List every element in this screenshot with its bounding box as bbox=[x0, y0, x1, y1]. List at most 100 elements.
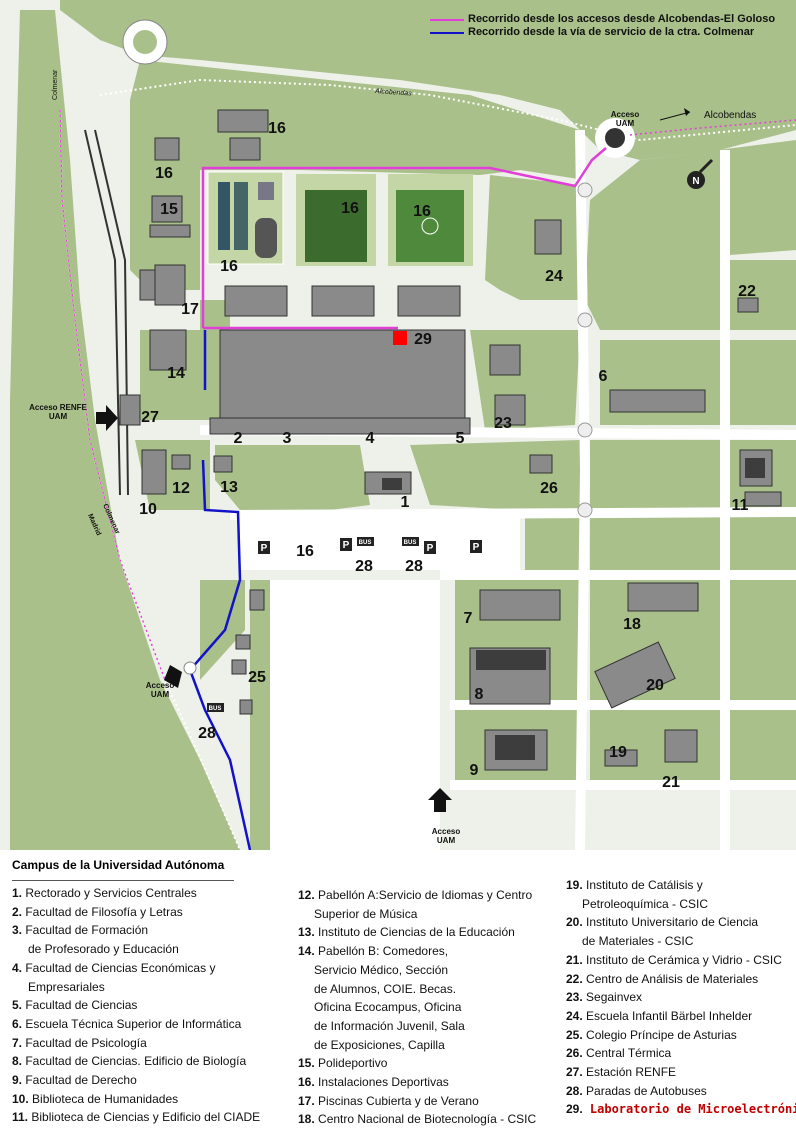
key-item-label: Biblioteca de Ciencias y Edificio del CI… bbox=[28, 1110, 261, 1125]
roundabout-small-4 bbox=[577, 502, 593, 518]
key-item-label: Pabellón B: Comedores, bbox=[314, 944, 449, 959]
key-item-number: 14. bbox=[298, 944, 315, 959]
num-12: 12 bbox=[172, 480, 190, 497]
num-19: 19 bbox=[609, 744, 627, 761]
num-11: 11 bbox=[732, 497, 749, 514]
num-21: 21 bbox=[662, 774, 680, 791]
key-column-2: 12. Pabellón A:Servicio de Idiomas y Cen… bbox=[298, 886, 536, 1129]
key-item: 25. Colegio Príncipe de Asturias bbox=[566, 1026, 796, 1045]
key-item-number: 9. bbox=[12, 1073, 23, 1088]
key-item-label: Colegio Príncipe de Asturias bbox=[582, 1027, 737, 1042]
key-item-number: 3. bbox=[12, 923, 23, 938]
key-item-continuation: Empresariales bbox=[28, 979, 105, 994]
key-item-label: Instituto de Ciencias de la Educación bbox=[314, 925, 515, 940]
key-item-label: Escuela Técnica Superior de Informática bbox=[22, 1016, 242, 1031]
roundabout-small-3 bbox=[577, 422, 593, 438]
key-item-label: Instituto de Catálisis y bbox=[582, 878, 703, 892]
key-item: 7. Facultad de Psicología bbox=[12, 1034, 260, 1053]
num-29: 29 bbox=[414, 331, 432, 348]
num-13: 13 bbox=[220, 479, 238, 496]
north-label: N bbox=[692, 176, 699, 187]
key-item-number: 10. bbox=[12, 1091, 29, 1106]
key-item: 15. Polideportivo bbox=[298, 1054, 536, 1073]
num-20: 20 bbox=[646, 677, 664, 694]
key-divider bbox=[12, 880, 234, 881]
north-icon bbox=[687, 171, 705, 189]
key-item: 27. Estación RENFE bbox=[566, 1063, 796, 1082]
dark-buildings bbox=[382, 458, 765, 760]
key-item-label: Instituto Universitario de Ciencia bbox=[582, 915, 759, 930]
num-25: 25 bbox=[248, 669, 266, 686]
magenta-route bbox=[201, 147, 607, 328]
key-item: 8. Facultad de Ciencias. Edificio de Bio… bbox=[12, 1052, 260, 1071]
key-item-number: 20. bbox=[566, 915, 583, 930]
key-item-label: Instalaciones Deportivas bbox=[314, 1075, 449, 1090]
key-item-number: 26. bbox=[566, 1046, 583, 1061]
key-item-number: 22. bbox=[566, 971, 583, 986]
key-item: 5. Facultad de Ciencias bbox=[12, 996, 260, 1015]
key-item: 17. Piscinas Cubierta y de Verano bbox=[298, 1092, 536, 1111]
key-item-continuation: de Profesorado y Educación bbox=[28, 942, 179, 957]
key-item-number: 8. bbox=[12, 1054, 23, 1069]
key-item-label: Polideportivo bbox=[314, 1056, 388, 1071]
dotted-road-north bbox=[99, 78, 796, 142]
label-alcobendas-road: Alcobendas bbox=[374, 88, 412, 98]
num-28-a: 28 bbox=[355, 558, 373, 575]
key-item-number: 15. bbox=[298, 1056, 315, 1071]
key-item: 26. Central Térmica bbox=[566, 1044, 796, 1063]
lab-29-marker bbox=[393, 331, 407, 345]
num-3: 3 bbox=[283, 430, 292, 447]
key-item-number: 18. bbox=[298, 1112, 315, 1127]
key-item: 21. Instituto de Cerámica y Vidrio - CSI… bbox=[566, 951, 796, 970]
key-item-label: Estación RENFE bbox=[582, 1065, 677, 1080]
num-16-c: 16 bbox=[341, 200, 359, 217]
key-item-number: 4. bbox=[12, 960, 23, 975]
num-4: 4 bbox=[366, 430, 375, 447]
num-15: 15 bbox=[160, 201, 178, 218]
key-item-label: Laboratorio de Microelectrónica bbox=[582, 1102, 796, 1117]
key-item-number: 24. bbox=[566, 1008, 583, 1023]
key-title: Campus de la Universidad Autónoma bbox=[12, 858, 225, 872]
key-item: 19. Instituto de Catálisis y bbox=[566, 876, 796, 895]
key-item: 28. Paradas de Autobuses bbox=[566, 1082, 796, 1101]
key-item-number: 6. bbox=[12, 1016, 23, 1031]
num-18: 18 bbox=[623, 616, 641, 633]
acceso-uam-sw-arrow bbox=[164, 665, 182, 688]
key-item-label: Facultad de Psicología bbox=[22, 1035, 147, 1050]
key-item-number: 11. bbox=[12, 1110, 29, 1125]
magenta-line-swatch bbox=[430, 19, 464, 21]
num-8: 8 bbox=[475, 686, 484, 703]
key-item: 4. Facultad de Ciencias Económicas y bbox=[12, 959, 260, 978]
key-item-label: Facultad de Ciencias bbox=[22, 998, 138, 1013]
key-item: 23. Segainvex bbox=[566, 988, 796, 1007]
key-item: 22. Centro de Análisis de Materiales bbox=[566, 970, 796, 989]
key-item-continuation: de Información Juvenil, Sala bbox=[314, 1018, 465, 1033]
key-item: 18. Centro Nacional de Biotecnología - C… bbox=[298, 1110, 536, 1129]
key-item: 10. Biblioteca de Humanidades bbox=[12, 1090, 260, 1109]
num-1: 1 bbox=[401, 494, 410, 511]
key-item-number: 1. bbox=[12, 886, 23, 900]
building-numbers: 1 2 3 4 5 6 7 8 9 10 11 12 13 14 15 16 1… bbox=[139, 120, 756, 791]
key-item-continuation: de Alumnos, COIE. Becas. bbox=[314, 981, 457, 996]
key-item-label: Instituto de Cerámica y Vidrio - CSIC bbox=[582, 952, 782, 967]
key-item: 29. Laboratorio de Microelectrónica bbox=[566, 1100, 796, 1119]
key-item: 14. Pabellón B: Comedores, bbox=[298, 942, 536, 961]
num-23: 23 bbox=[494, 415, 512, 432]
key-item-label: Centro Nacional de Biotecnología - CSIC bbox=[314, 1112, 537, 1127]
num-26: 26 bbox=[540, 480, 558, 497]
bus-signs: BUS BUS BUS bbox=[207, 537, 419, 712]
key-item-label: Facultad de Filosofía y Letras bbox=[22, 904, 183, 919]
key-item-number: 27. bbox=[566, 1065, 583, 1080]
key-item-continuation: Oficina Ecocampus, Oficina bbox=[314, 1000, 462, 1015]
key-item-label: Paradas de Autobuses bbox=[582, 1083, 707, 1098]
num-16-e: 16 bbox=[220, 258, 238, 275]
num-16-d: 16 bbox=[413, 203, 431, 220]
key-item-number: 28. bbox=[566, 1083, 583, 1098]
key-item: 9. Facultad de Derecho bbox=[12, 1071, 260, 1090]
acceso-renfe-arrow bbox=[96, 405, 118, 431]
key-item: 2. Facultad de Filosofía y Letras bbox=[12, 903, 260, 922]
